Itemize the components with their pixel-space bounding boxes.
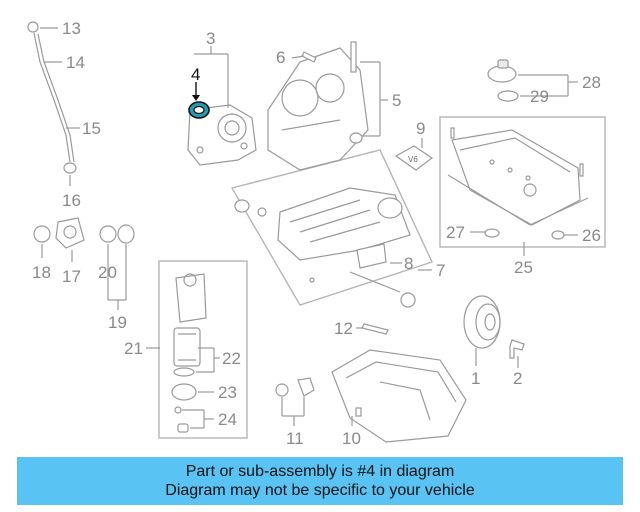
banner-line-1: Part or sub-assembly is #4 in diagram xyxy=(185,463,455,480)
label-14: 14 xyxy=(66,53,85,72)
valve-cover-group-box xyxy=(439,116,606,248)
timing-cover xyxy=(187,104,257,166)
label-8: 8 xyxy=(404,254,413,273)
label-6: 6 xyxy=(276,48,285,67)
label-9: 9 xyxy=(416,119,425,138)
label-13: 13 xyxy=(62,19,81,38)
oil-pickup-parts xyxy=(275,377,315,397)
crankshaft-seal-highlighted xyxy=(188,101,210,119)
emission-label-plate: V6 xyxy=(394,145,434,171)
label-10: 10 xyxy=(342,429,361,448)
label-7: 7 xyxy=(436,261,445,280)
label-22: 22 xyxy=(222,349,241,368)
label-3: 3 xyxy=(206,29,215,48)
stud-bolt xyxy=(361,323,389,335)
label-4-highlighted: 4 xyxy=(191,65,200,84)
cylinder-head xyxy=(267,41,369,171)
label-23: 23 xyxy=(218,383,237,402)
svg-text:V6: V6 xyxy=(408,155,418,164)
oil-pan xyxy=(331,349,467,443)
banner-line-2: Diagram may not be specific to your vehi… xyxy=(165,482,475,499)
intake-manifold xyxy=(234,187,416,308)
label-15: 15 xyxy=(82,119,101,138)
oil-filter-group-box xyxy=(158,260,248,439)
oil-filter-flange xyxy=(33,217,135,249)
label-24: 24 xyxy=(218,410,237,429)
crankshaft-pulley xyxy=(463,295,525,359)
label-2: 2 xyxy=(513,369,522,388)
label-27: 27 xyxy=(446,223,465,242)
label-28: 28 xyxy=(582,73,601,92)
label-16: 16 xyxy=(62,191,81,210)
label-11: 11 xyxy=(286,429,304,448)
oil-filler-cap xyxy=(487,59,519,102)
label-18: 18 xyxy=(32,263,51,282)
label-1: 1 xyxy=(471,369,480,388)
valve-cover xyxy=(447,127,589,226)
label-26: 26 xyxy=(582,226,601,245)
label-20: 20 xyxy=(98,263,117,282)
dipstick-assembly xyxy=(27,21,77,174)
label-17: 17 xyxy=(62,267,81,286)
oil-filter-housing xyxy=(171,273,207,433)
label-19: 19 xyxy=(108,313,127,332)
info-banner: Part or sub-assembly is #4 in diagram Di… xyxy=(17,457,623,505)
label-12: 12 xyxy=(334,319,353,338)
parts-diagram: V6 xyxy=(27,19,606,448)
label-29: 29 xyxy=(530,87,549,106)
label-21: 21 xyxy=(124,339,143,358)
label-5: 5 xyxy=(392,91,401,110)
label-25: 25 xyxy=(514,258,533,277)
